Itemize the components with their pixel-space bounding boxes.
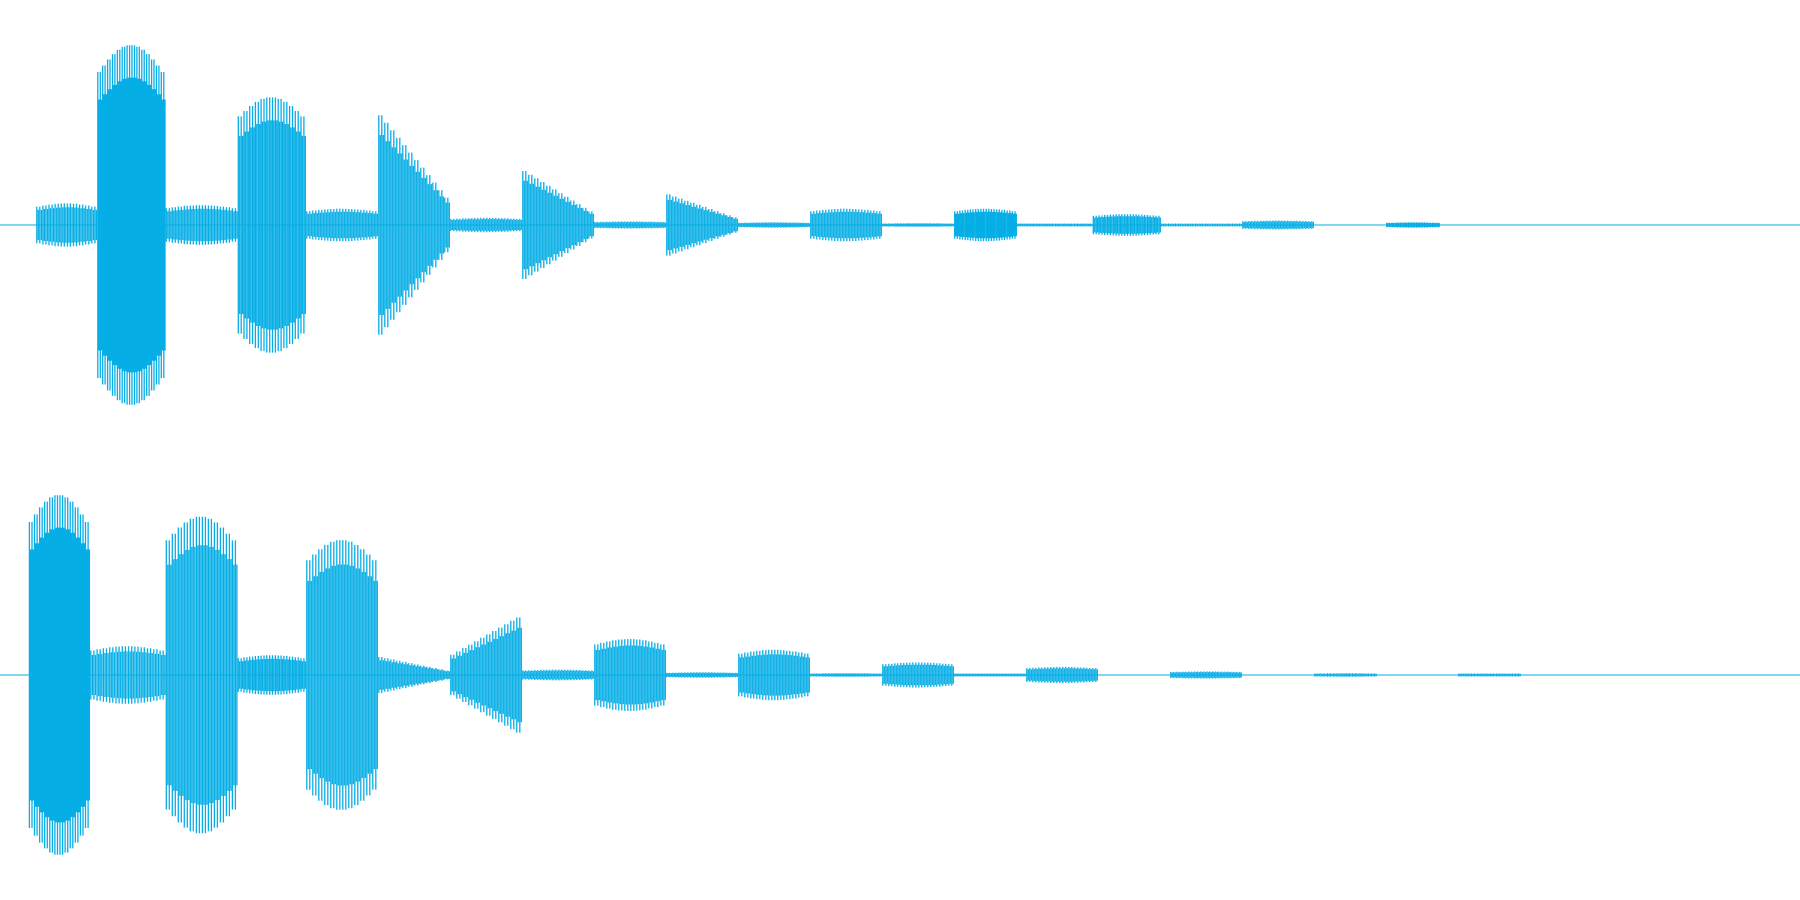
channel-1-burst-7 [450, 217, 522, 233]
channel-1-burst-6 [378, 115, 450, 335]
channel-2-waveform [0, 495, 1800, 855]
channel-1-burst-4 [237, 97, 306, 353]
channel-1-burst-12 [810, 208, 882, 242]
channel-2-burst-2 [90, 646, 166, 704]
channel-2-burst-7 [450, 617, 522, 733]
channel-1-burst-3 [165, 205, 238, 245]
channel-2-burst-11 [738, 649, 810, 701]
channel-2-burst-14 [954, 673, 1026, 677]
channel-1-burst-5 [306, 208, 378, 242]
channel-2-burst-4 [237, 655, 306, 695]
channel-2-burst-12 [810, 673, 882, 677]
channel-1-burst-17 [1161, 223, 1242, 227]
channel-1-burst-1 [36, 203, 98, 247]
channel-2-burst-6 [378, 657, 450, 693]
channel-2-burst-13 [882, 662, 954, 688]
channel-1-burst-2 [97, 45, 166, 405]
channel-1-burst-19 [1386, 222, 1440, 228]
channel-1-burst-10 [666, 194, 738, 256]
channel-1-waveform [0, 45, 1800, 405]
channel-1-burst-14 [954, 208, 1017, 242]
channel-2-burst-16 [1170, 671, 1242, 679]
channel-2-burst-5 [306, 540, 378, 810]
channel-2-burst-3 [165, 516, 238, 834]
channel-1-burst-8 [522, 171, 594, 279]
channel-2-burst-18 [1458, 673, 1521, 677]
channel-2-burst-10 [666, 672, 738, 678]
channel-2-burst-17 [1314, 673, 1377, 677]
channel-1-burst-11 [738, 222, 810, 228]
channel-1-burst-16 [1092, 214, 1161, 236]
channel-1-burst-13 [882, 223, 954, 227]
channel-2-burst-15 [1026, 666, 1098, 684]
channel-2-burst-1 [28, 495, 91, 855]
channel-1-burst-15 [1017, 223, 1093, 227]
channel-1-burst-18 [1242, 220, 1314, 230]
channel-2-burst-8 [522, 669, 594, 681]
channel-1-burst-9 [594, 221, 666, 229]
channel-2-burst-9 [594, 639, 666, 711]
